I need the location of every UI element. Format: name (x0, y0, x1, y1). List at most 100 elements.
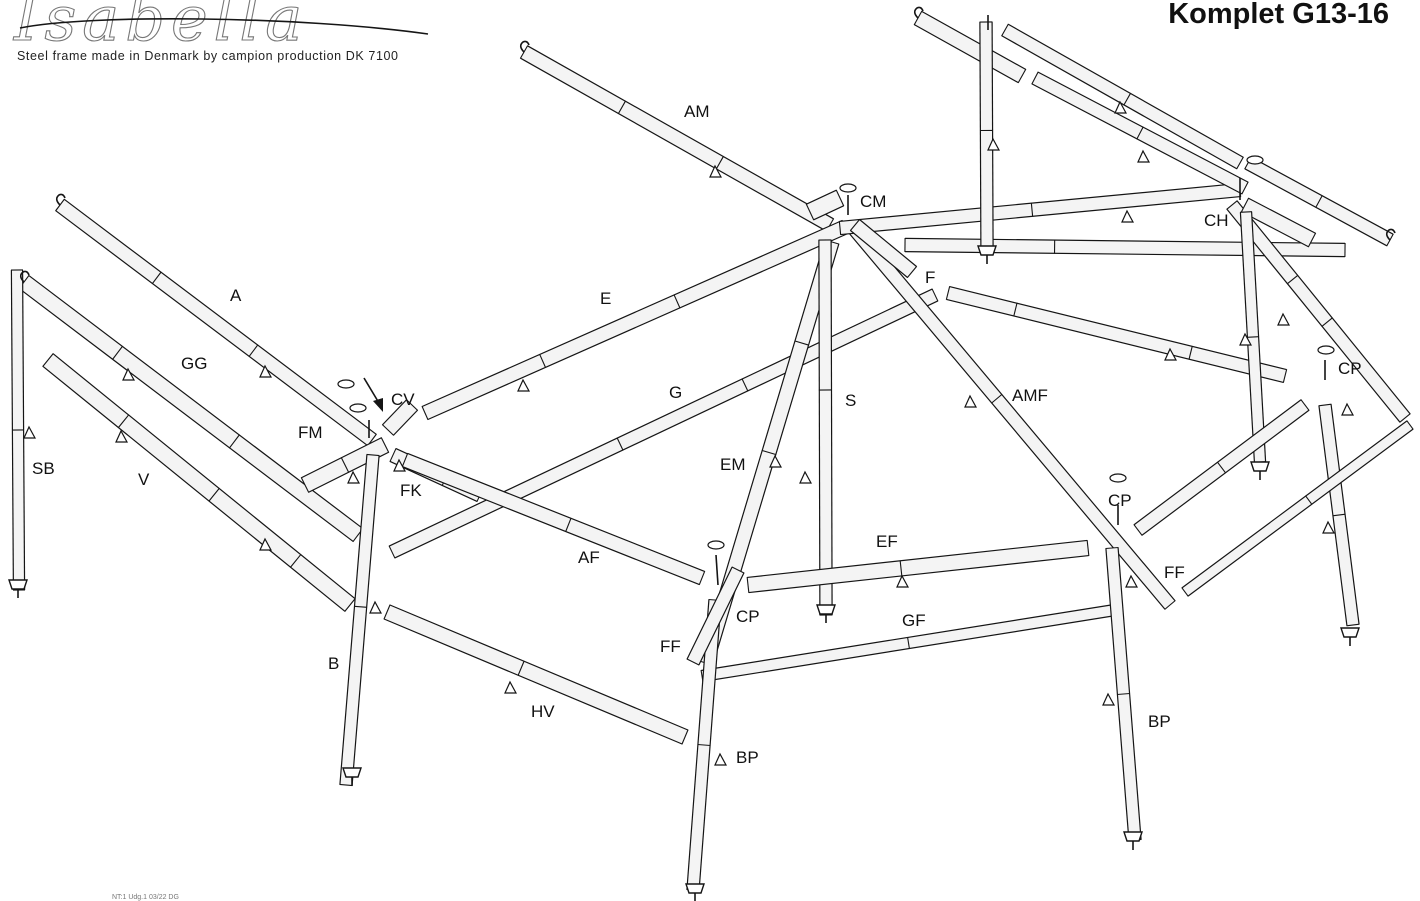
g-pole (388, 288, 939, 559)
rear-top-pole-3 (1031, 71, 1249, 195)
foot-plate (977, 245, 997, 256)
lock-clip (369, 600, 383, 614)
fm-pole (300, 437, 390, 493)
lock-clip (1239, 332, 1253, 346)
footer-note: NT:1 Udg.1 03/22 DG (112, 894, 179, 901)
part-label-af: AF (578, 548, 600, 567)
ch-connector (1240, 197, 1317, 248)
lock-clip (393, 458, 407, 472)
lock-clip (259, 537, 273, 551)
lock-clip (1102, 692, 1116, 706)
ch-diag-pole (945, 286, 1288, 383)
part-label-a: A (230, 286, 242, 305)
pointer-arrow-head (373, 398, 383, 412)
cap-nut (839, 183, 857, 193)
part-label-fk: FK (400, 481, 422, 500)
rear-cp-upright-pole (1318, 403, 1360, 627)
sb-pole (10, 269, 26, 591)
poles (10, 10, 1414, 892)
part-label-ef: EF (876, 532, 898, 551)
part-label-v: V (138, 470, 150, 489)
lock-clip (517, 378, 531, 392)
a-pole (55, 198, 377, 447)
lock-clip (964, 394, 978, 408)
rear-left-upright-pole (979, 21, 994, 249)
cap-nut (1317, 345, 1335, 355)
part-label-g: G (669, 383, 682, 402)
part-label-b: B (328, 654, 339, 673)
am-pole (519, 45, 835, 232)
part-label-e: E (600, 289, 611, 308)
part-label-am: AM (684, 102, 710, 121)
cv-connector (381, 399, 419, 436)
part-label-ch: CH (1204, 211, 1229, 230)
lock-clip (1114, 100, 1128, 114)
part-label-em: EM (720, 455, 746, 474)
hook-end (1385, 228, 1396, 241)
ff-rear-pole (1181, 420, 1414, 597)
lock-clip (115, 429, 129, 443)
rear-top-pole-2 (1001, 23, 1244, 170)
hook-end (519, 40, 530, 53)
fittings (8, 6, 1396, 901)
lock-clip (896, 574, 910, 588)
foot-plate (1123, 831, 1143, 842)
part-label-cp: CP (736, 607, 760, 626)
cap-nut (1109, 473, 1127, 483)
part-label-cv: CV (391, 390, 415, 409)
part-label-amf: AMF (1012, 386, 1048, 405)
foot-plate (685, 883, 705, 894)
part-label-cp: CP (1338, 359, 1362, 378)
lock-clip (23, 425, 37, 439)
part-label-sb: SB (32, 459, 55, 478)
part-label-f: F (925, 268, 935, 287)
subtitle: Steel frame made in Denmark by campion p… (17, 49, 399, 63)
lock-clip (987, 137, 1001, 151)
f-pole (849, 218, 918, 279)
cp-rear-pole (1226, 200, 1411, 423)
lock-clip (1121, 209, 1135, 223)
amf-pole (849, 225, 1176, 610)
part-label-bp: BP (736, 748, 759, 767)
foot-plate (816, 604, 836, 615)
lock-clip (1277, 312, 1291, 326)
foot-plate (8, 579, 28, 590)
foot-plate (1340, 627, 1360, 638)
bp-front-pole (686, 598, 722, 892)
part-label-hv: HV (531, 702, 555, 721)
cap-nut (707, 540, 725, 550)
ff-right-pole (1133, 399, 1310, 536)
lock-clip (504, 680, 518, 694)
lock-clip (714, 752, 728, 766)
hook-end (55, 193, 66, 206)
gg-pole (18, 274, 364, 543)
foot-plate (1250, 461, 1270, 472)
connector-pin (715, 554, 719, 586)
lock-clip (1322, 520, 1336, 534)
pointer-arrow-shaft (363, 377, 380, 404)
af-pole (401, 452, 706, 586)
lock-clip (122, 367, 136, 381)
foot-plate (342, 767, 362, 778)
v-pole (42, 353, 356, 612)
part-label-cm: CM (860, 192, 886, 211)
part-label-cp: CP (1108, 491, 1132, 510)
lock-clip (1341, 402, 1355, 416)
part-label-gg: GG (181, 354, 207, 373)
rear-top-pole-4 (1244, 156, 1394, 247)
cap-nut (337, 379, 355, 389)
ef-pole (746, 539, 1090, 594)
part-label-s: S (845, 391, 856, 410)
ff-front-pole (686, 566, 745, 666)
hv-pole (383, 604, 689, 745)
lock-clip (769, 454, 783, 468)
lock-clip (1164, 347, 1178, 361)
cap-nut (349, 403, 367, 413)
cap-nut (1246, 155, 1264, 165)
part-label-gf: GF (902, 611, 926, 630)
hook-end (913, 6, 924, 19)
